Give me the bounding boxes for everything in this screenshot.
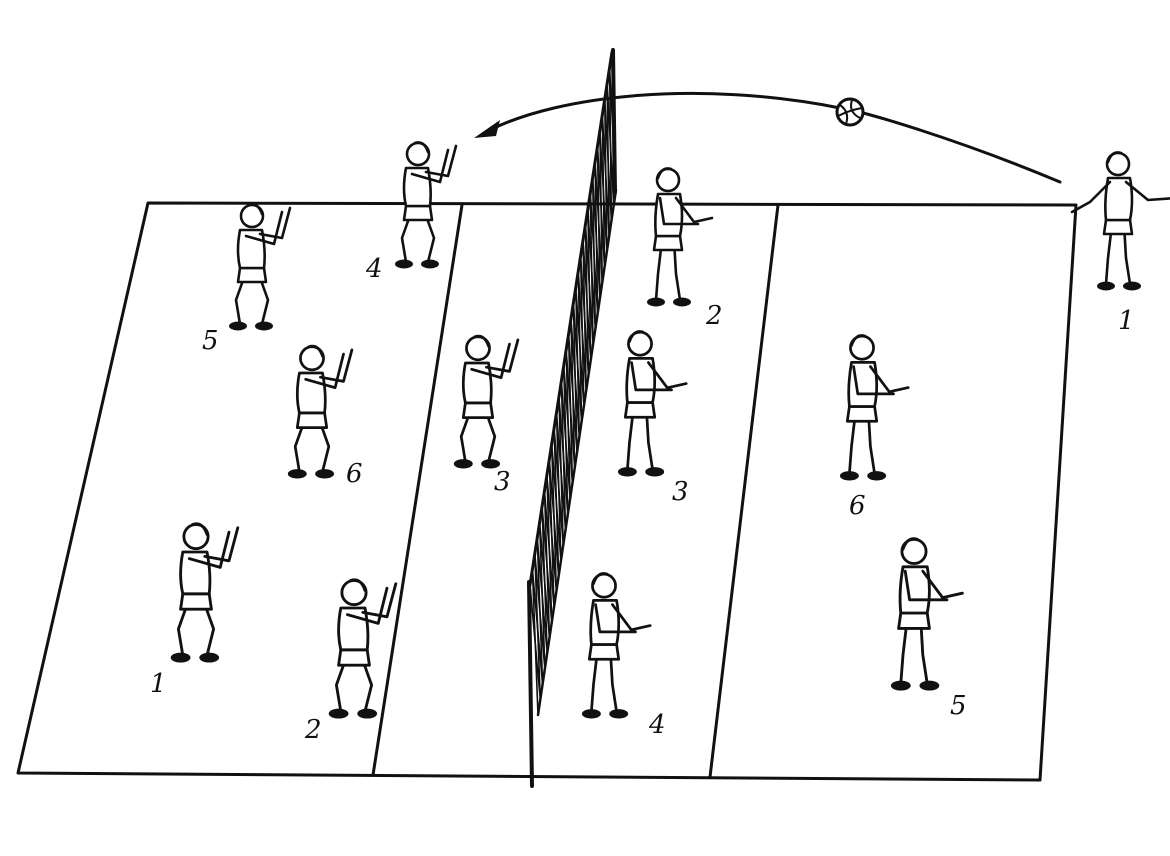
label-left-4: 4 xyxy=(365,254,383,284)
label-right-5: 5 xyxy=(950,691,967,721)
label-left-1: 1 xyxy=(150,669,167,699)
net xyxy=(529,50,616,786)
ball-trajectory xyxy=(474,93,1060,182)
player-right-3 xyxy=(618,332,686,477)
player-right-4 xyxy=(582,574,650,719)
label-right-3: 3 xyxy=(672,477,689,507)
player-left-6 xyxy=(288,346,352,478)
player-server-1 xyxy=(1072,152,1170,290)
position-labels: 4 5 6 3 1 2 2 3 4 6 5 1 xyxy=(150,254,1135,745)
label-right-6: 6 xyxy=(849,491,866,521)
attack-line-left xyxy=(373,205,462,775)
label-server-1: 1 xyxy=(1118,306,1135,336)
player-left-4 xyxy=(395,142,456,268)
volleyball-icon xyxy=(837,99,863,125)
net-post-bottom xyxy=(529,582,532,786)
trajectory-arrowhead-icon xyxy=(474,120,500,138)
label-right-4: 4 xyxy=(648,710,666,740)
player-right-2 xyxy=(647,168,712,306)
player-right-6 xyxy=(840,336,908,481)
ball-trajectory-arrow xyxy=(490,93,1060,182)
label-left-5: 5 xyxy=(202,326,219,356)
players xyxy=(171,142,1170,718)
player-left-3 xyxy=(454,336,518,468)
label-right-2: 2 xyxy=(705,301,723,331)
attack-line-right xyxy=(710,205,778,777)
label-left-6: 6 xyxy=(346,459,363,489)
player-right-5 xyxy=(891,539,963,691)
label-left-2: 2 xyxy=(304,715,322,745)
label-left-3: 3 xyxy=(494,467,511,497)
player-left-5 xyxy=(229,204,290,330)
player-left-1 xyxy=(171,524,238,663)
